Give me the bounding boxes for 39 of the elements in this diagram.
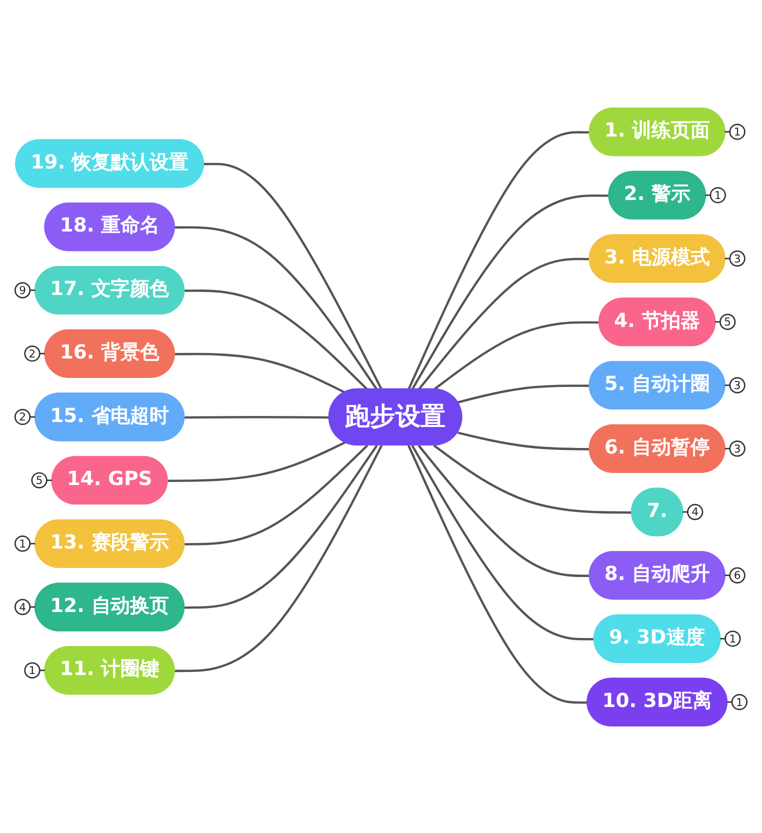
topic-pill: 7.: [631, 487, 684, 536]
connector: [408, 130, 590, 390]
connector: [433, 444, 632, 514]
topic-pill: 18. 重命名: [44, 202, 175, 251]
topic-pill: 10. 3D距离: [586, 677, 728, 726]
connector: [457, 384, 590, 403]
topic-pill: 1. 训练页面: [588, 107, 726, 156]
topic-pill: 8. 自动爬升: [588, 550, 726, 600]
topic-pill: 5. 自动计圈: [588, 360, 726, 410]
topic-pill: 16. 背景色: [44, 328, 175, 378]
topic-pill: 12. 自动换页: [34, 582, 185, 631]
connector: [174, 226, 378, 390]
connector: [433, 320, 600, 390]
topic-pill: 6. 自动暂停: [588, 424, 726, 472]
topic-pill: 9. 3D速度: [593, 614, 721, 663]
topic-pill: 11. 计圈键: [44, 646, 175, 694]
topic-pill: 4. 节拍器: [598, 297, 716, 346]
connector: [418, 257, 590, 390]
topic-pill: 3. 电源模式: [588, 234, 726, 282]
central-topic-pill: 跑步设置: [328, 388, 462, 446]
connector: [168, 441, 346, 482]
connector: [408, 444, 588, 704]
connector: [411, 194, 610, 390]
connector: [174, 352, 346, 394]
topic-pill: 13. 赛段警示: [34, 518, 185, 568]
connector: [184, 289, 368, 390]
connector: [184, 444, 378, 608]
connector: [411, 444, 595, 640]
topic-pill: 19. 恢复默认设置: [15, 138, 204, 188]
topic-pill: 15. 省电超时: [34, 392, 185, 441]
connector: [184, 444, 368, 545]
connector: [457, 431, 590, 450]
connector: [418, 444, 590, 577]
connector: [184, 416, 330, 418]
connector: [204, 162, 383, 390]
topic-pill: 14. GPS: [51, 456, 168, 504]
topic-pill: 17. 文字颜色: [34, 266, 185, 314]
connector: [174, 444, 383, 672]
topic-pill: 2. 警示: [608, 170, 706, 219]
